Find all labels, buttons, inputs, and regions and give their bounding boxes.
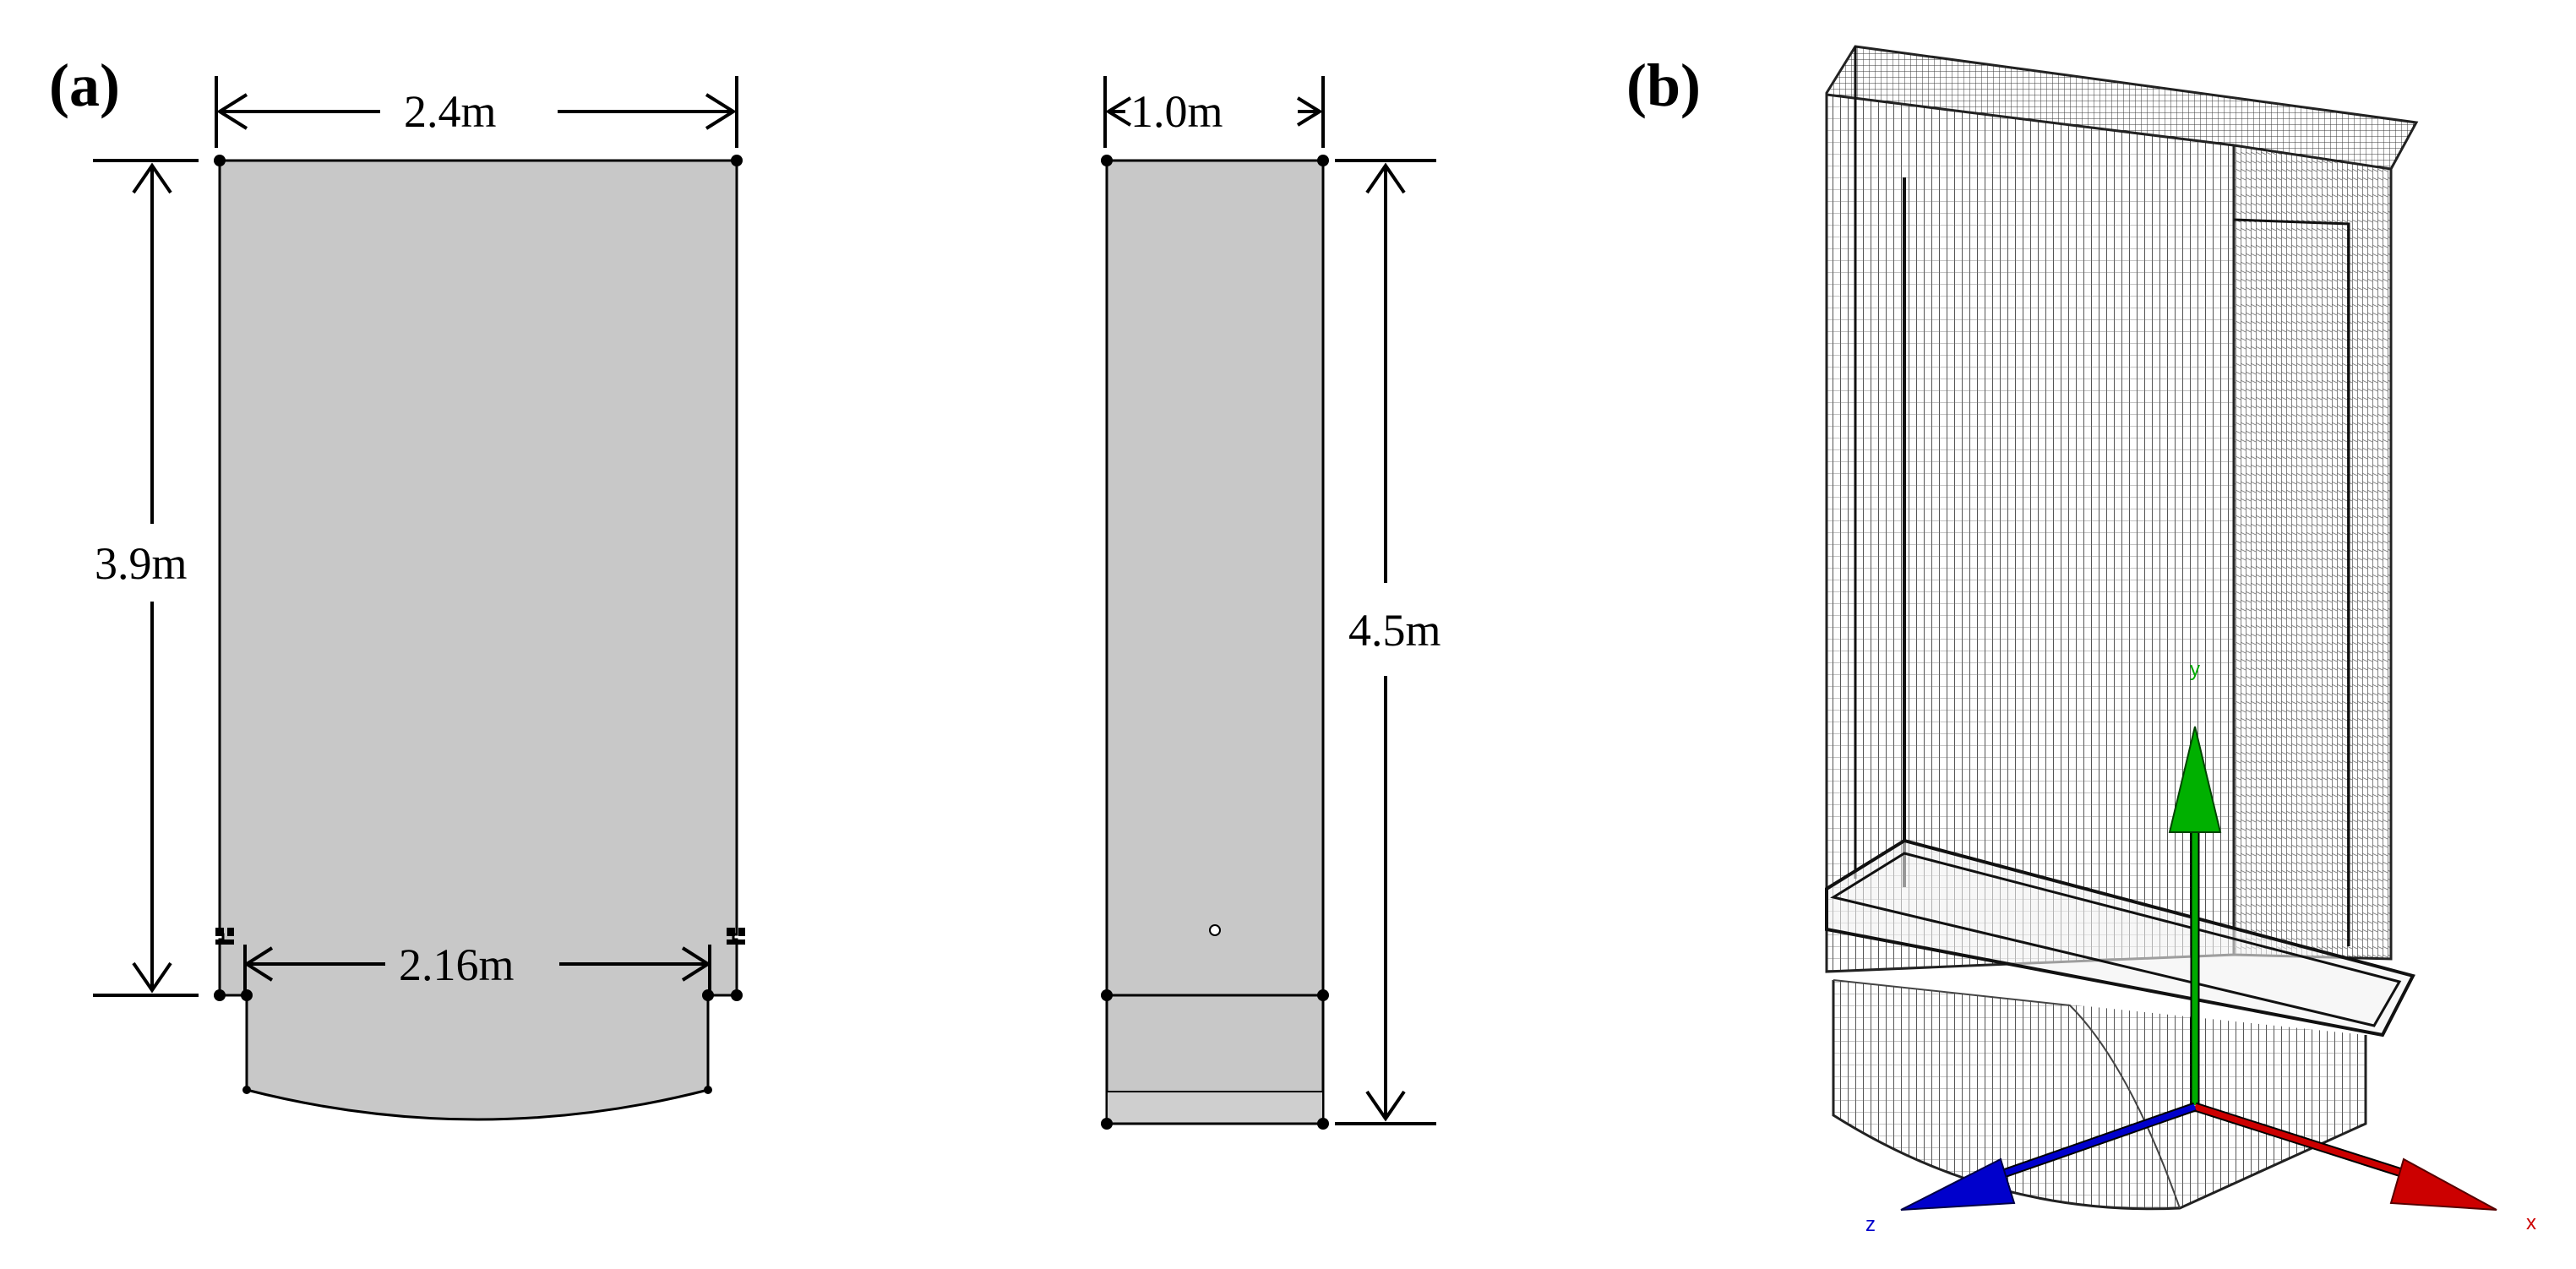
panel-label-a: (a) (49, 52, 120, 119)
dim-depth-label: 1.0m (1130, 86, 1223, 137)
axis-y-label: y (2190, 658, 2200, 681)
mesh-side-face (2232, 144, 2393, 961)
dim-height-label: 3.9m (95, 538, 188, 589)
panel-label-b: (b) (1626, 52, 1701, 119)
side-view: 1.0m 4.5m (1101, 76, 1441, 1130)
axis-x-label: x (2526, 1212, 2536, 1234)
side-view-point-marker (1209, 924, 1221, 936)
side-corner-dots (1101, 155, 1329, 1130)
axis-x-arrowhead (2389, 1157, 2497, 1211)
dim-width-top-label: 2.4m (404, 86, 497, 137)
dim-width-bottom-label: 2.16m (399, 939, 515, 990)
dim-width-bottom (243, 945, 711, 995)
side-view-shape (1105, 159, 1325, 1125)
dim-width-top (215, 76, 738, 148)
front-notch-left (215, 928, 234, 945)
front-notch-right (727, 928, 745, 945)
axis-z-label: z (1865, 1213, 1876, 1236)
mesh-front-face (1825, 93, 2236, 973)
front-view: 2.4m 3.9m 2.16m (93, 76, 745, 1121)
axis-z-arrowhead (1900, 1157, 2016, 1211)
dim-depth (1103, 76, 1325, 148)
dim-height (93, 159, 199, 997)
axis-x-shaft (2193, 1103, 2435, 1186)
axis-y-arrowhead (2168, 726, 2222, 833)
axis-triad: y x z (1865, 658, 2536, 1236)
dim-total-height-label: 4.5m (1348, 605, 1441, 656)
dim-total-height (1335, 159, 1436, 1125)
mesh-step-tray (1825, 838, 2415, 1038)
axis-z-shaft (1975, 1103, 2197, 1186)
mesh-model (1825, 45, 2419, 1211)
